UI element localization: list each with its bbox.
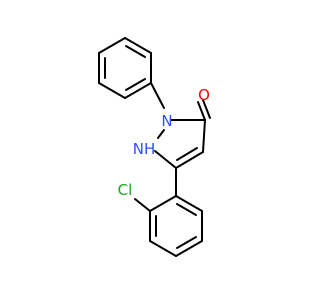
bond [124,37,152,54]
phenyl-ring [98,37,152,99]
bond [98,82,126,99]
nitrogen-nh-label: NH [133,140,156,158]
bond [202,119,206,153]
molecule-canvas: O N NH Cl [98,37,211,257]
double-bond-inner [125,78,146,91]
structure-diagram: O N NH Cl [98,37,211,257]
carbonyl-bond [197,101,206,121]
nitrogen-n1-label: N [161,112,172,130]
bond [175,195,203,212]
oxygen-label: O [198,86,210,104]
bond [149,240,177,257]
bond [157,129,165,139]
bond [124,82,152,99]
bond-phenyl-n1 [150,82,165,109]
bond-c-cl [134,198,151,212]
chlorophenyl-ring [149,195,203,257]
bond [154,150,177,169]
bond [98,37,126,54]
chlorine-label: Cl [118,181,133,199]
atom-labels: O N NH Cl [118,86,210,199]
pyrazole-ring [154,99,211,169]
double-bond-inner [176,203,197,216]
bond [175,240,203,257]
bond [149,195,177,212]
double-bond-inner [125,45,146,58]
double-bond-inner [176,236,197,249]
carbonyl-bond-2 [202,99,211,119]
bond [175,151,204,169]
double-bond-inner [176,147,198,161]
